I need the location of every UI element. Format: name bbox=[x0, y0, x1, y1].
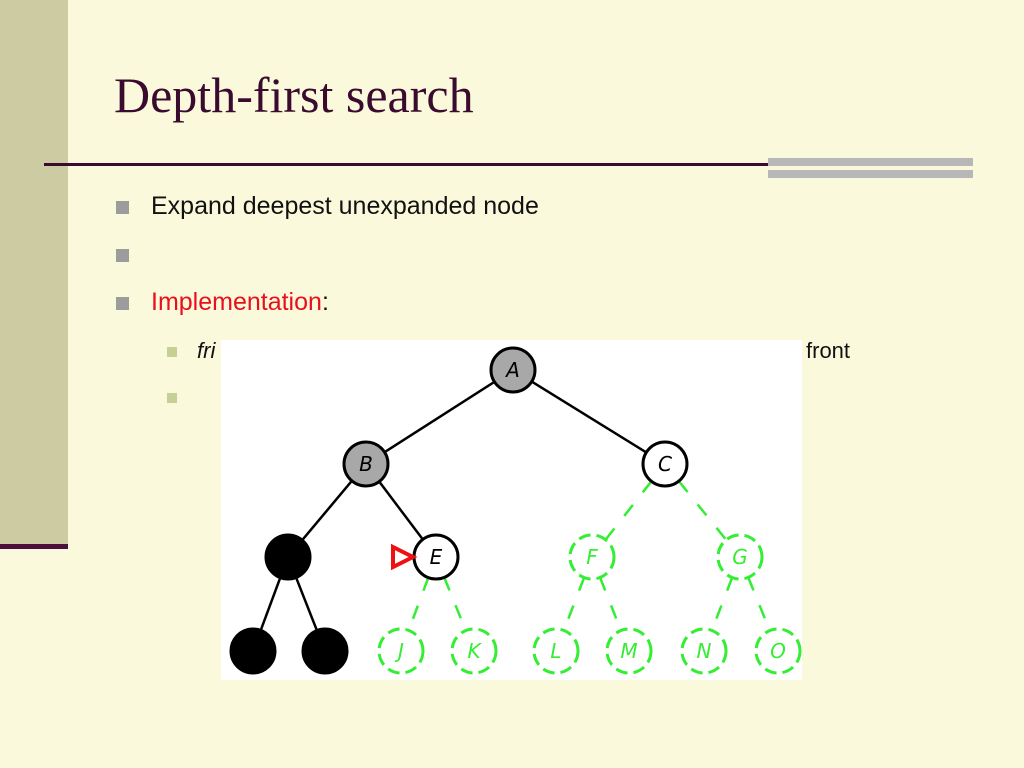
tree-node-label-A: A bbox=[504, 358, 520, 382]
title-divider bbox=[44, 163, 770, 166]
tree-node-label-C: C bbox=[658, 452, 672, 476]
tree-node-B bbox=[342, 440, 390, 488]
left-accent-band-foot bbox=[0, 544, 68, 549]
tree-node-D bbox=[264, 533, 312, 581]
current-node-pointer-icon bbox=[391, 543, 418, 571]
sub-bullet-square-icon bbox=[167, 393, 177, 403]
tree-edge-F-L bbox=[562, 577, 586, 631]
tree-edge-D-H bbox=[259, 577, 282, 631]
bullet-square-icon bbox=[116, 201, 129, 214]
tree-edge-E-K bbox=[443, 576, 467, 632]
tree-node-label-J: J bbox=[394, 639, 404, 663]
tree-edge-B-D bbox=[301, 480, 353, 541]
tree-edge-D-I bbox=[294, 577, 319, 631]
tree-edge-G-N bbox=[710, 577, 734, 631]
tree-node-A bbox=[489, 346, 537, 394]
dfs-tree-diagram: A B C E F G J K L M N O bbox=[221, 340, 802, 680]
sub-bullet-1-tail: front bbox=[806, 338, 851, 363]
tree-node-F bbox=[568, 533, 616, 581]
tree-edge-A-B bbox=[383, 380, 496, 454]
title-divider-bars bbox=[768, 158, 973, 180]
tree-edge-A-C bbox=[531, 380, 647, 454]
bullet-1-text: Expand deepest unexpanded node bbox=[151, 192, 539, 220]
bullet-3-keyword: Implementation bbox=[151, 288, 322, 316]
tree-node-J bbox=[377, 627, 425, 675]
tree-node-I bbox=[301, 627, 349, 675]
slide-title: Depth-first search bbox=[114, 67, 474, 123]
tree-node-label-G: G bbox=[732, 545, 748, 569]
bullet-3: Implementation: bbox=[116, 288, 329, 317]
tree-node-label-L: L bbox=[550, 639, 561, 663]
tree-edge-C-G bbox=[677, 480, 728, 541]
tree-edge-F-M bbox=[598, 577, 623, 631]
tree-node-label-M: M bbox=[620, 639, 637, 663]
tree-edge-B-E bbox=[378, 480, 424, 541]
left-accent-band bbox=[0, 0, 68, 544]
sub-bullet-square-icon bbox=[167, 347, 177, 357]
tree-node-label-F: F bbox=[586, 545, 598, 569]
tree-edge-G-O bbox=[747, 576, 771, 632]
sub-bullet-1: fri bbox=[167, 338, 216, 364]
divider-bar-2 bbox=[768, 170, 973, 178]
bullet-square-icon bbox=[116, 249, 129, 262]
divider-bar-1 bbox=[768, 158, 973, 166]
tree-node-label-N: N bbox=[697, 639, 712, 663]
tree-node-label-B: B bbox=[359, 452, 373, 476]
tree-node-H bbox=[229, 627, 277, 675]
tree-node-C bbox=[641, 440, 689, 488]
tree-node-G bbox=[716, 533, 764, 581]
tree-edge-E-J bbox=[407, 577, 430, 631]
tree-node-label-K: K bbox=[467, 639, 482, 663]
tree-node-O bbox=[754, 627, 802, 675]
tree-edge-C-F bbox=[604, 480, 653, 541]
bullet-square-icon bbox=[116, 297, 129, 310]
bullet-3-colon: : bbox=[321, 288, 329, 316]
tree-node-K bbox=[450, 627, 498, 675]
tree-node-label-O: O bbox=[770, 639, 786, 663]
tree-node-label-E: E bbox=[430, 545, 443, 569]
tree-node-N bbox=[680, 627, 728, 675]
tree-svg: A B C E F G J K L M N O bbox=[229, 346, 802, 675]
tree-node-M bbox=[605, 627, 653, 675]
tree-node-L bbox=[532, 627, 580, 675]
sub-bullet-1-italic: fri bbox=[197, 338, 216, 363]
bullet-1: Expand deepest unexpanded node bbox=[116, 192, 539, 221]
